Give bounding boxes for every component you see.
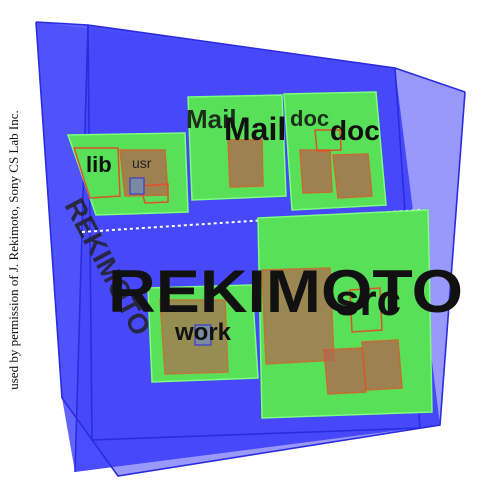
folder-work-icon — [194, 324, 212, 346]
folder-doc-file[interactable] — [332, 153, 373, 199]
folder-src[interactable]: src — [257, 209, 433, 419]
folder-work[interactable]: work — [147, 284, 259, 383]
folder-src-label: src — [335, 276, 401, 325]
folder-doc-ghost-label: doc — [290, 106, 329, 131]
folder-doc-label: doc — [330, 115, 380, 146]
folder-mail[interactable]: Mail Mail — [186, 94, 287, 201]
folder-mail-file[interactable] — [227, 139, 264, 188]
folder-work-label: work — [174, 319, 232, 346]
folder-work-file[interactable] — [159, 299, 229, 375]
folder-lib-label: lib — [86, 152, 112, 177]
folder-doc-file[interactable] — [314, 129, 342, 152]
folder-doc-file[interactable] — [299, 149, 333, 194]
folder-mail-label: Mail — [224, 111, 286, 147]
folder-mail-ghost-label: Mail — [186, 104, 237, 134]
folder-src-file[interactable] — [323, 347, 367, 395]
folder-lib-file[interactable] — [139, 183, 169, 204]
folder-lib-icon — [129, 177, 145, 195]
folder-lib-file[interactable] — [72, 147, 121, 199]
folder-lib-sublabel: usr — [132, 155, 152, 171]
folder-src-file[interactable] — [361, 339, 403, 391]
folder-src-file[interactable] — [349, 287, 383, 333]
folder-doc[interactable]: doc doc — [283, 91, 387, 211]
root-folder-label: REKIMOTO — [108, 258, 463, 325]
folder-lib[interactable]: lib usr — [66, 132, 189, 216]
image-credit-text: used by permission of J. Rekimoto, Sony … — [6, 110, 21, 390]
image-credit: used by permission of J. Rekimoto, Sony … — [2, 50, 26, 450]
